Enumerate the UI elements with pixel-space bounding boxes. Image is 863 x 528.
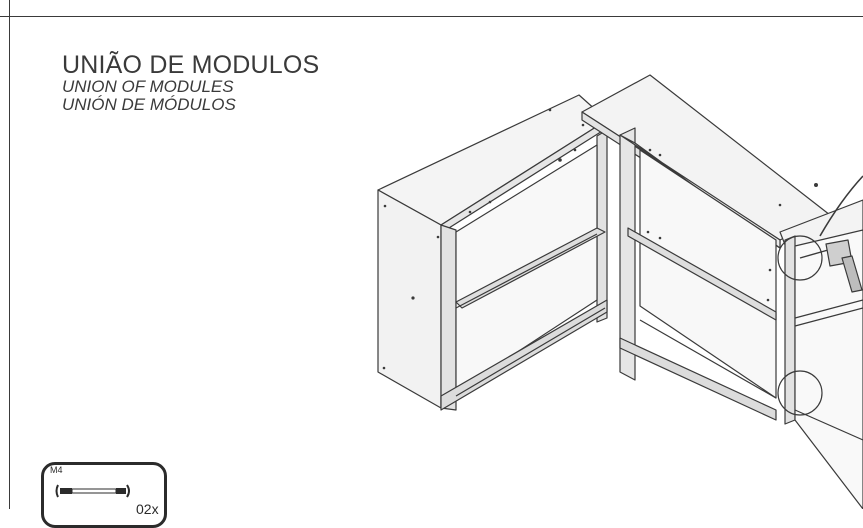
hardware-code: M4	[50, 465, 63, 475]
hardware-quantity: 02x	[136, 501, 159, 517]
detail-circle-top	[777, 235, 823, 281]
cabinet-corner	[581, 74, 831, 421]
page-title: UNIÃO DE MODULOS	[62, 51, 320, 79]
cabinet-left	[377, 94, 608, 411]
drill-icon	[799, 175, 863, 293]
assembly-illustration	[377, 74, 863, 509]
screw-icon	[55, 484, 130, 498]
cabinet-right	[779, 199, 863, 509]
page-subtitle-es: UNIÓN DE MÓDULOS	[62, 95, 236, 114]
title-block: UNIÃO DE MODULOS UNION OF MODULES UNIÓN …	[62, 52, 319, 114]
header-rule	[0, 16, 863, 17]
page-subtitle-en: UNION OF MODULES	[62, 77, 234, 96]
hardware-box: M4 02x	[41, 462, 167, 528]
detail-circle-bottom	[777, 370, 823, 416]
margin-rule	[9, 0, 10, 509]
